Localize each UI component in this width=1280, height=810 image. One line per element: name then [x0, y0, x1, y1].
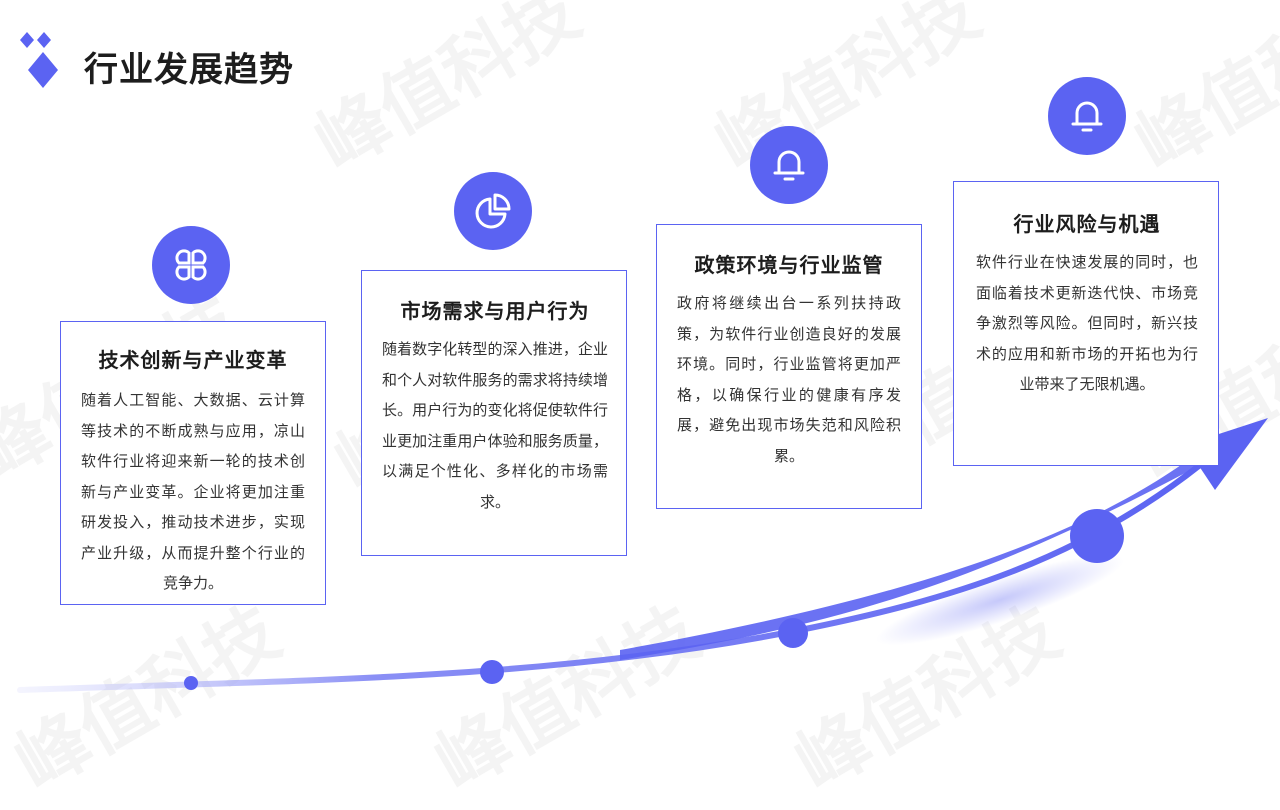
card-body: 随着人工智能、大数据、云计算等技术的不断成熟与应用，凉山软件行业将迎来新一轮的技…	[81, 391, 305, 592]
card-title: 技术创新与产业变革	[98, 348, 288, 372]
card-body: 政府将继续出台一系列扶持政策，为软件行业创造良好的发展环境。同时，行业监管将更加…	[677, 294, 901, 465]
bell-icon	[1048, 77, 1126, 155]
logo-icon	[20, 32, 58, 88]
card-title: 行业风险与机遇	[1013, 212, 1161, 236]
curve-dot	[1070, 509, 1124, 563]
curve-dot	[778, 618, 808, 648]
page-title: 行业发展趋势	[84, 50, 294, 90]
bell-icon	[750, 126, 828, 204]
growth-curve	[17, 418, 1268, 693]
card-risk-opportunity: 行业风险与机遇 软件行业在快速发展的同时，也面临着技术更新迭代快、市场竞争激烈等…	[953, 181, 1219, 466]
card-title: 政策环境与行业监管	[694, 253, 884, 277]
curve-dot	[480, 660, 504, 684]
pie-chart-icon	[454, 172, 532, 250]
curve-dot	[184, 676, 198, 690]
card-body: 随着数字化转型的深入推进，企业和个人对软件服务的需求将持续增长。用户行为的变化将…	[382, 340, 608, 511]
card-body: 软件行业在快速发展的同时，也面临着技术更新迭代快、市场竞争激烈等风险。但同时，新…	[976, 253, 1198, 393]
card-title: 市场需求与用户行为	[400, 299, 590, 323]
card-market-demand: 市场需求与用户行为 随着数字化转型的深入推进，企业和个人对软件服务的需求将持续增…	[361, 270, 627, 556]
clover-grid-icon	[152, 226, 230, 304]
card-policy-environment: 政策环境与行业监管 政府将继续出台一系列扶持政策，为软件行业创造良好的发展环境。…	[656, 224, 922, 509]
card-tech-innovation: 技术创新与产业变革 随着人工智能、大数据、云计算等技术的不断成熟与应用，凉山软件…	[60, 321, 326, 605]
